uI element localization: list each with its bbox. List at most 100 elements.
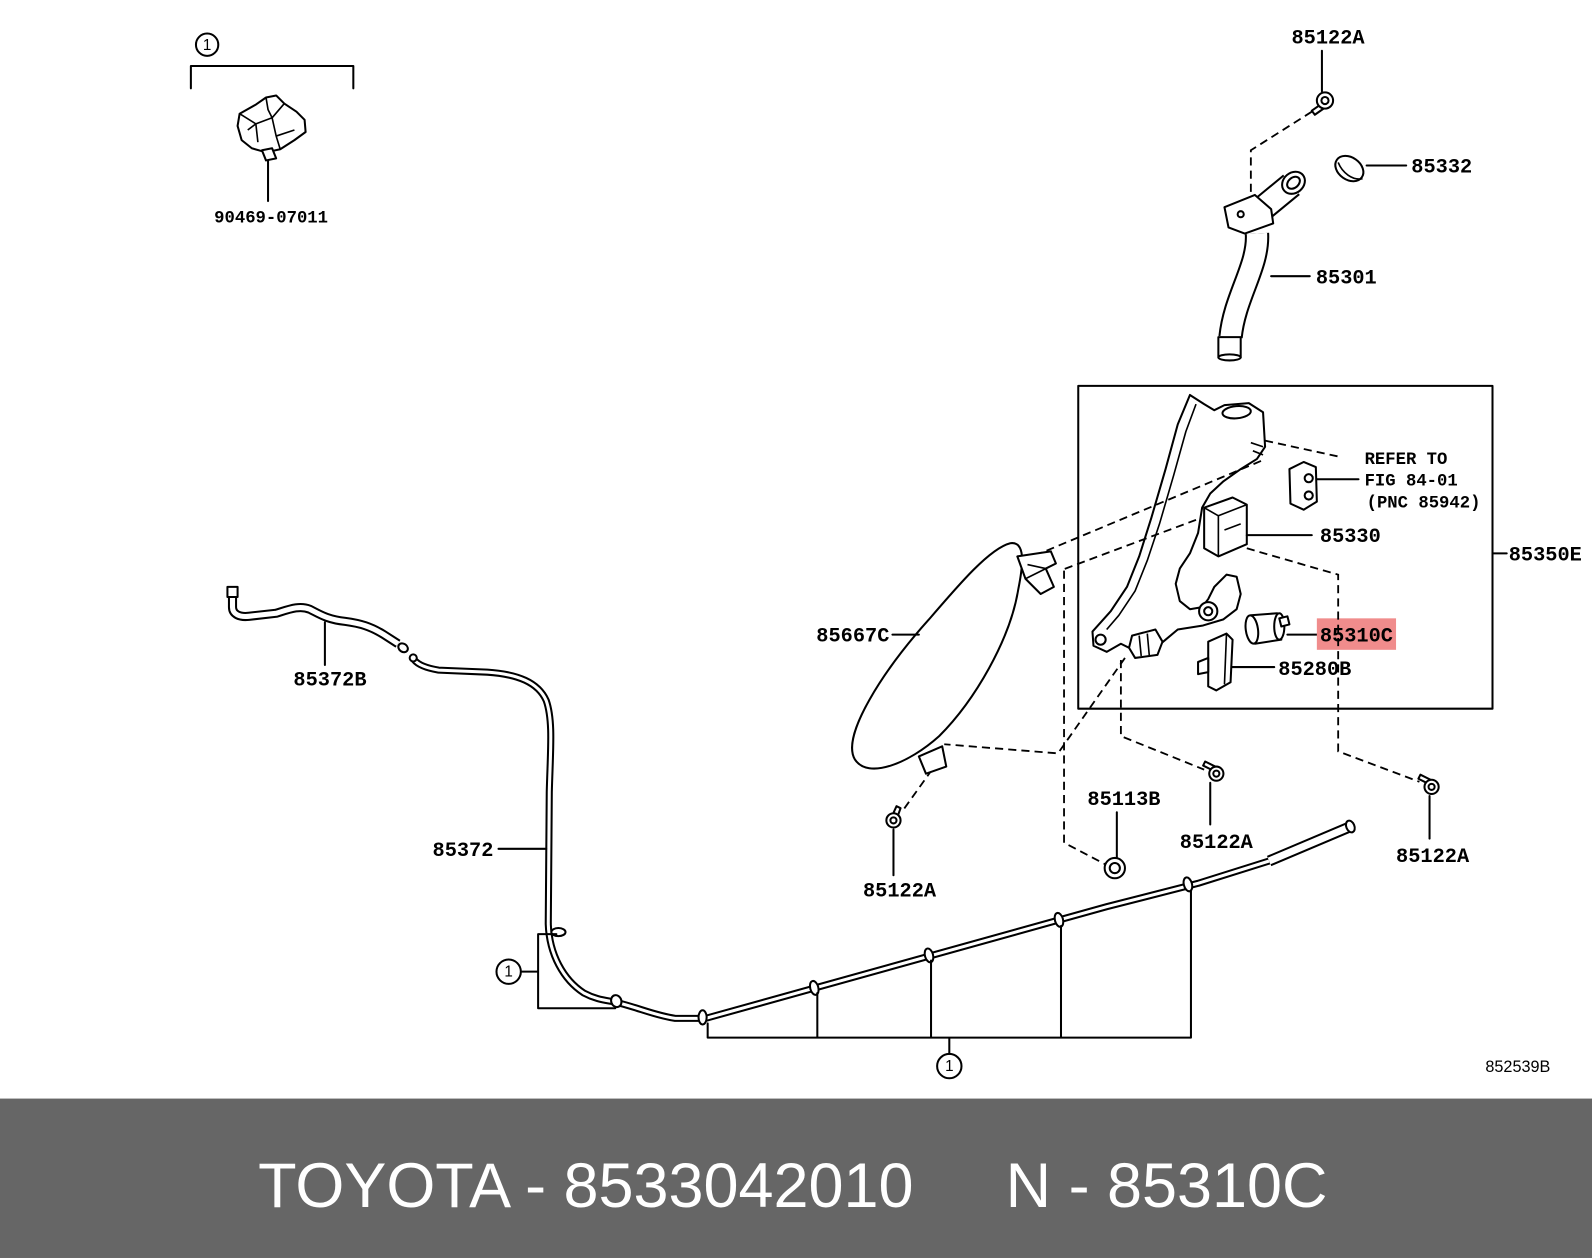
- bolt-right: [1417, 773, 1440, 796]
- callout-85280b: 85280B: [1278, 659, 1351, 682]
- assembly-dash-line: [1246, 547, 1420, 783]
- callout-85310c: 85310C: [1320, 626, 1393, 649]
- tank-fitting: [1250, 441, 1264, 456]
- tank-filler-opening: [1221, 405, 1252, 420]
- group-marker-number: 1: [203, 37, 211, 54]
- assembly-dash-line: [1063, 570, 1108, 866]
- callout-85372b: 85372B: [293, 669, 366, 692]
- callout-90469-07011: 90469-07011: [214, 209, 328, 228]
- figure-id: 852539B: [1485, 1058, 1550, 1076]
- callout-85122a-top: 85122A: [1291, 28, 1365, 51]
- caption-part-number: TOYOTA - 8533042010: [258, 1151, 913, 1221]
- bolt-head-center: [1320, 95, 1330, 106]
- callout-85113b: 85113B: [1087, 789, 1160, 812]
- long-hose-start-tip: [408, 653, 418, 663]
- hose-clip: [808, 979, 820, 996]
- tank-outlet: [1128, 628, 1164, 659]
- assembly-dash-line: [1037, 460, 1262, 556]
- neck-hose-end-rim: [1217, 353, 1242, 362]
- group-marker-top: 1: [194, 32, 220, 57]
- callout-85372: 85372: [433, 840, 494, 863]
- group-marker-circle: [495, 958, 522, 985]
- long-hose-end-fill: [1267, 824, 1350, 865]
- cap-part: [1334, 154, 1365, 183]
- callout-85122a-right: 85122A: [1396, 846, 1470, 869]
- group-marker-left: 1: [495, 958, 522, 985]
- bolt-head-center: [1427, 782, 1436, 791]
- shield-part: [851, 542, 1057, 775]
- long-hose-tip: [1344, 819, 1356, 834]
- group-marker-bottom: 1: [936, 1052, 963, 1080]
- reference-bracket-part: [1288, 460, 1318, 511]
- long-hose-part: [408, 653, 1356, 1022]
- clip-body: [236, 94, 307, 154]
- hose-clip: [697, 1009, 708, 1026]
- assembly-dash-line: [900, 769, 933, 813]
- group-marker-circle: [194, 32, 220, 57]
- reference-note-line-3: (PNC 85942): [1367, 495, 1481, 514]
- tank-outlet-detail: [1138, 633, 1151, 656]
- bolt-left: [885, 805, 902, 829]
- bolt-head-center: [889, 816, 898, 825]
- assembly-dash-line: [1059, 518, 1197, 572]
- callout-85122a-mid: 85122A: [1180, 832, 1254, 855]
- bolt-top: [1310, 91, 1335, 116]
- pump-part: [1203, 496, 1248, 558]
- reference-note-line-2: FIG 84-01: [1365, 472, 1458, 491]
- group-bracket-bottom: [706, 889, 1192, 1055]
- short-hose-end-fitting: [226, 585, 239, 599]
- motor-end: [1244, 614, 1260, 645]
- callout-85301: 85301: [1316, 267, 1377, 290]
- clip-tab: [260, 147, 278, 162]
- motor-bracket-edge: [1223, 633, 1228, 685]
- neck-bracket-hole: [1236, 210, 1245, 219]
- highlight-box: [1316, 618, 1397, 650]
- bolt-head-center: [1212, 769, 1221, 778]
- tank-strap: [1106, 403, 1197, 631]
- pump-body: [1203, 496, 1248, 558]
- callout-85332: 85332: [1411, 157, 1472, 180]
- neck-hose-fill: [1220, 232, 1268, 339]
- motor-part: [1244, 612, 1291, 645]
- reference-bracket-body: [1288, 460, 1318, 511]
- callout-85122a-left: 85122A: [863, 881, 937, 904]
- motor-terminal: [1278, 615, 1291, 628]
- motor-bracket-tab: [1197, 656, 1210, 676]
- pump-edges: [1203, 503, 1248, 557]
- group-marker-number: 1: [504, 964, 512, 981]
- caption-bar: [0, 1098, 1592, 1258]
- shield-top-bracket-edge: [1025, 563, 1047, 580]
- group-bracket-top: [189, 64, 355, 90]
- grommet-center: [1108, 862, 1121, 875]
- cap-rim: [1337, 162, 1363, 180]
- reference-bracket-hole: [1303, 490, 1314, 501]
- motor-bracket-part: [1197, 632, 1234, 692]
- clip-part: [236, 94, 307, 162]
- short-hose-fill: [229, 594, 400, 646]
- shield-bottom-bracket: [917, 745, 948, 775]
- group-marker-number: 1: [945, 1058, 953, 1075]
- reservoir-tank: [1091, 393, 1267, 659]
- assembly-dash-line: [1119, 659, 1205, 771]
- callout-85350e: 85350E: [1509, 544, 1582, 567]
- reference-bracket-hole: [1303, 473, 1314, 484]
- long-hose-fill: [413, 658, 1270, 1020]
- assembly-dash-line: [944, 657, 1126, 755]
- neck-mouth-inner: [1286, 175, 1301, 190]
- assembly-dash-lines: [900, 439, 1420, 866]
- short-hose-tip: [397, 642, 409, 654]
- clip-detail: [239, 97, 295, 150]
- motor-bracket-body: [1207, 632, 1234, 692]
- filler-neck-part: [1217, 170, 1306, 362]
- assembly-dash-line: [1249, 110, 1313, 195]
- group-bracket-left: [520, 933, 617, 1010]
- grommet-part: [1103, 856, 1126, 880]
- short-hose-part: [226, 585, 409, 654]
- callout-85667c: 85667C: [816, 626, 889, 649]
- group-marker-circle: [936, 1052, 963, 1080]
- reference-note-line-1: REFER TO: [1365, 451, 1448, 470]
- bolt-mid: [1202, 760, 1225, 782]
- assembly-box: [1077, 384, 1494, 710]
- cap-body: [1334, 154, 1365, 183]
